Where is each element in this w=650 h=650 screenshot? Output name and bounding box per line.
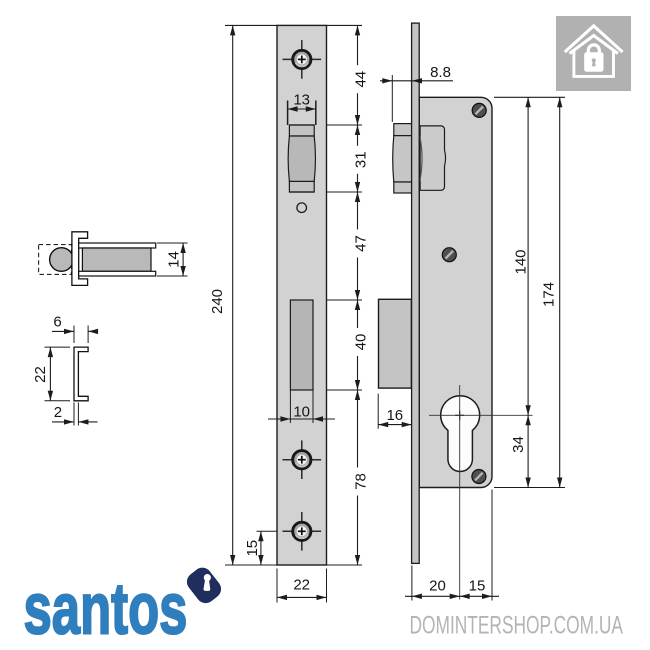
svg-text:22: 22 [32, 366, 49, 383]
svg-text:44: 44 [353, 71, 370, 88]
svg-text:22: 22 [293, 577, 310, 594]
svg-text:140: 140 [513, 249, 530, 274]
svg-text:40: 40 [353, 334, 370, 351]
svg-text:13: 13 [293, 92, 310, 109]
svg-text:15: 15 [244, 540, 261, 557]
svg-text:31: 31 [353, 151, 370, 168]
svg-text:240: 240 [209, 289, 226, 314]
svg-text:6: 6 [53, 314, 61, 331]
svg-text:78: 78 [353, 473, 370, 490]
svg-text:10: 10 [293, 404, 310, 421]
svg-text:34: 34 [510, 436, 527, 453]
svg-text:16: 16 [386, 407, 403, 424]
svg-text:20: 20 [429, 578, 446, 595]
svg-text:15: 15 [469, 578, 486, 595]
svg-text:14: 14 [166, 251, 183, 268]
svg-text:santos: santos [24, 569, 188, 650]
svg-text:174: 174 [541, 282, 558, 307]
svg-text:47: 47 [353, 235, 370, 252]
svg-text:DOMINTERSHOP.COM.UA: DOMINTERSHOP.COM.UA [410, 611, 624, 639]
svg-text:2: 2 [54, 404, 62, 421]
svg-text:8.8: 8.8 [430, 64, 451, 81]
